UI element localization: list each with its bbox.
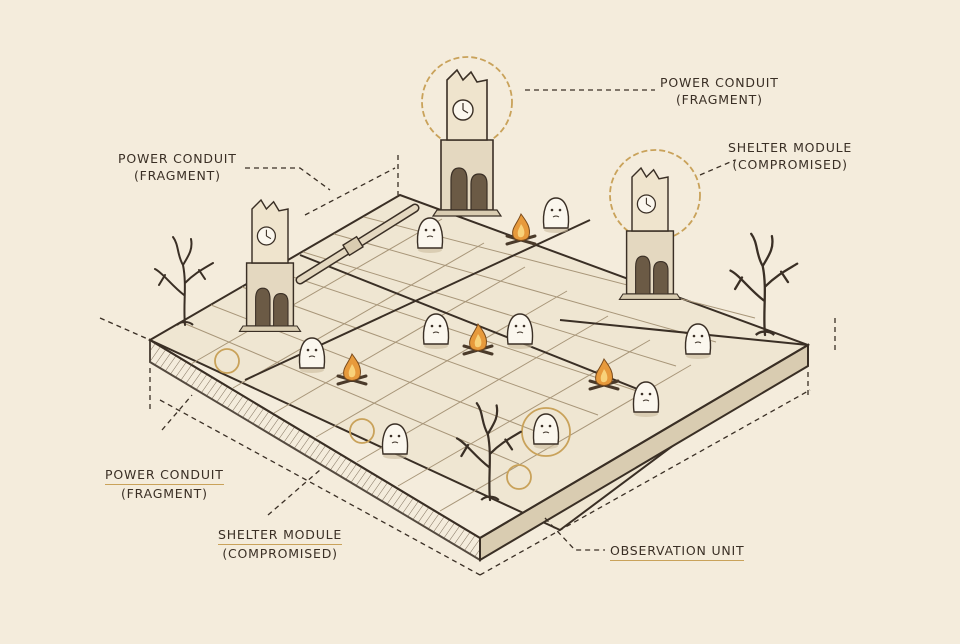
label-line2: (FRAGMENT) xyxy=(120,486,208,501)
label-line1: POWER CONDUIT xyxy=(105,466,224,485)
board xyxy=(147,193,811,562)
leader-lines xyxy=(99,89,836,576)
label-shelter-module-bottom: SHELTER MODULE (COMPROMISED) xyxy=(218,526,343,562)
label-line1: OBSERVATION UNIT xyxy=(610,542,745,561)
label-power-conduit-lower: POWER CONDUIT (FRAGMENT) xyxy=(105,466,224,502)
label-line2: (FRAGMENT) xyxy=(133,168,221,183)
label-line1: SHELTER MODULE xyxy=(218,526,343,545)
label-line2: (FRAGMENT) xyxy=(675,92,763,107)
label-observation-unit: OBSERVATION UNIT xyxy=(610,542,745,561)
label-line1: POWER CONDUIT xyxy=(118,151,237,166)
label-line2: (COMPROMISED) xyxy=(222,546,338,561)
label-shelter-module-right: SHELTER MODULE (COMPROMISED) xyxy=(728,139,852,173)
label-power-conduit-left: POWER CONDUIT (FRAGMENT) xyxy=(118,150,237,184)
label-line1: POWER CONDUIT xyxy=(660,75,779,90)
label-power-conduit-top: POWER CONDUIT (FRAGMENT) xyxy=(660,74,779,108)
conduit-pipe-icon xyxy=(295,203,420,285)
label-line2: (COMPROMISED) xyxy=(732,157,848,172)
label-line1: SHELTER MODULE xyxy=(728,140,853,155)
